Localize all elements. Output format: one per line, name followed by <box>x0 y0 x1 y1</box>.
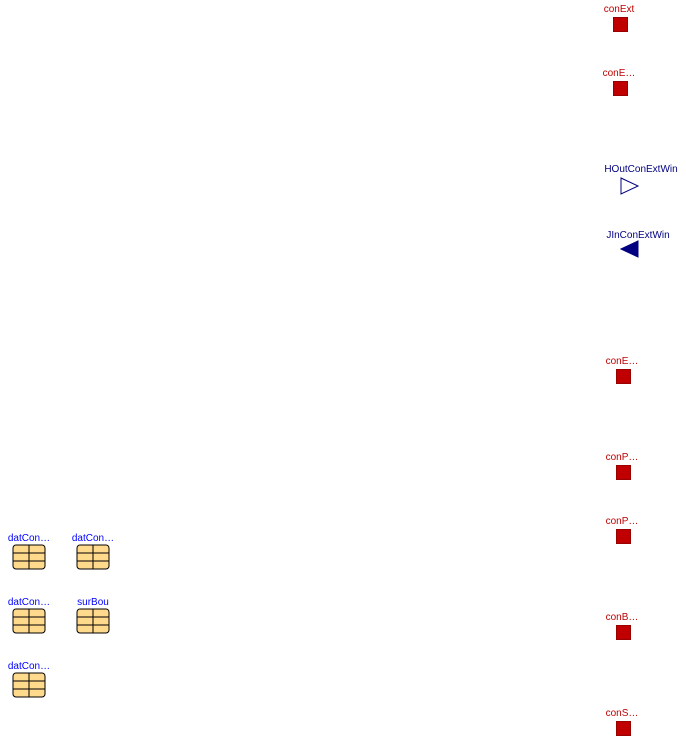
consurbou-port[interactable] <box>616 721 631 736</box>
consurbou-port-label: conS… <box>605 708 639 719</box>
record-table-icon[interactable] <box>76 544 110 570</box>
surbou-record-label: surBou <box>77 597 109 608</box>
conpar-b-port-label: conP… <box>605 516 639 527</box>
record-table-icon[interactable] <box>12 672 46 698</box>
conpar-a-port[interactable] <box>616 465 631 480</box>
conextwin-port-label: conE… <box>602 68 636 79</box>
conextwinfra-port[interactable] <box>616 369 631 384</box>
record-table-icon[interactable] <box>12 608 46 634</box>
record-table-icon[interactable] <box>12 544 46 570</box>
record-label: datCon… <box>7 533 51 544</box>
conextwin-port[interactable] <box>613 81 628 96</box>
conpar-b-port[interactable] <box>616 529 631 544</box>
conext-port[interactable] <box>613 17 628 32</box>
conpar-a-port-label: conP… <box>605 452 639 463</box>
jinconextwin-input-port[interactable] <box>620 240 640 258</box>
surbou-record-table-icon[interactable] <box>76 608 110 634</box>
houtconextwin-output-port[interactable] <box>620 177 640 195</box>
jinconextwin-label: JInConExtWin <box>606 230 670 241</box>
record-label: datCon… <box>7 661 51 672</box>
conbou-port[interactable] <box>616 625 631 640</box>
conextwinfra-port-label: conE… <box>605 356 639 367</box>
conbou-port-label: conB… <box>605 612 639 623</box>
record-label: datCon… <box>7 597 51 608</box>
houtconextwin-label: HOutConExtWin <box>604 164 678 175</box>
conext-port-label: conExt <box>603 4 635 15</box>
record-label: datCon… <box>71 533 115 544</box>
